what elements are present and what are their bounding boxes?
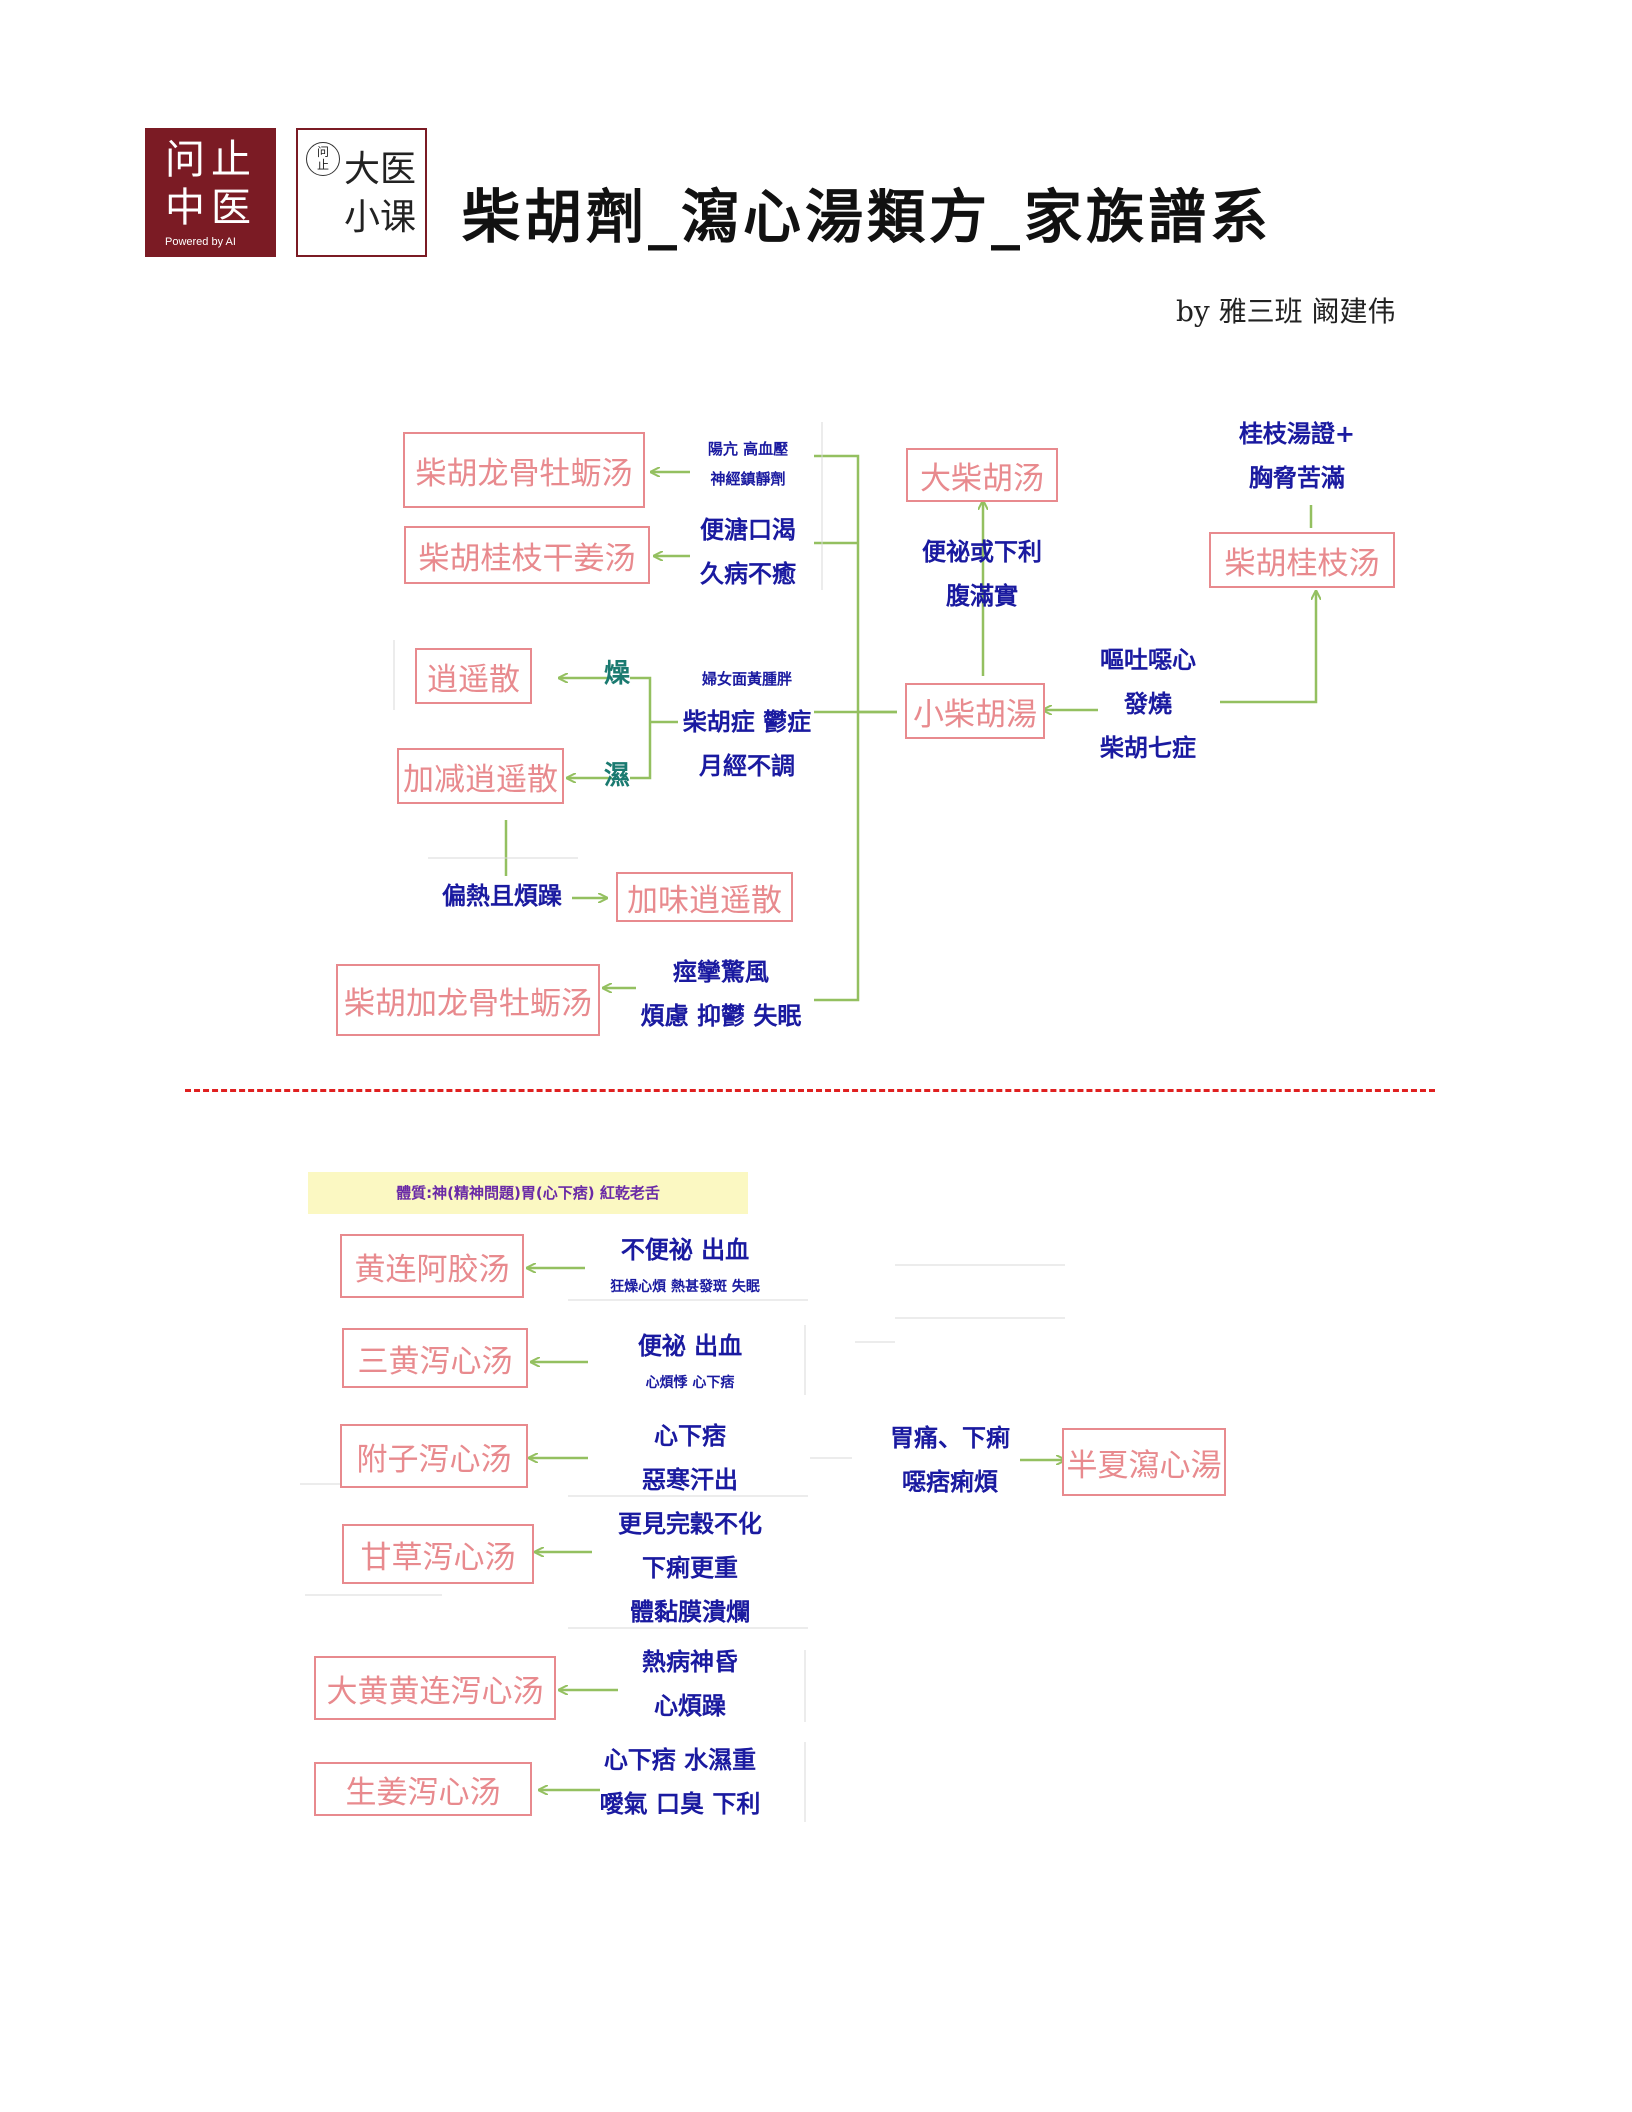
label-zao: 燥 bbox=[603, 659, 630, 689]
section-separator bbox=[185, 1089, 1435, 1092]
constitution-note: 體質:神(精神問題)胃(心下痞) 紅乾老舌 bbox=[308, 1172, 748, 1214]
label-yangkang: 陽亢 高血壓神經鎮靜劑 bbox=[707, 440, 789, 488]
logo2-line-2: 小课 bbox=[344, 197, 417, 238]
seal-icon: 问 止 bbox=[306, 142, 340, 176]
label-jingluan: 痙攣驚風煩慮 抑鬱 失眠 bbox=[640, 958, 802, 1030]
box-dahuang-huanglian-xiexin-tang: 大黄黄连泻心汤 bbox=[314, 1656, 556, 1720]
box-jiajian-xiaoyao-san: 加减逍遥散 bbox=[397, 748, 564, 804]
box-fuzi-xiexin-tang: 附子泻心汤 bbox=[340, 1424, 528, 1488]
logo-line-1: 问止 bbox=[165, 137, 257, 183]
box-xiao-chaihu-tang: 小柴胡湯 bbox=[905, 683, 1045, 739]
box-da-chaihu-tang: 大柴胡汤 bbox=[906, 448, 1058, 502]
box-chaihu-guizhi-ganjiang: 柴胡桂枝干姜汤 bbox=[404, 526, 650, 584]
box-xiaoyao-san: 逍遥散 bbox=[415, 648, 532, 704]
page-title: 柴胡劑_瀉心湯類方_家族譜系 bbox=[462, 183, 1273, 251]
label-guizhi-zheng: 桂枝湯證+胸脅苦滿 bbox=[1238, 420, 1356, 492]
label-bianmi: 便祕或下利腹滿實 bbox=[922, 538, 1042, 610]
label-outu: 嘔吐噁心發燒柴胡七症 bbox=[1100, 646, 1196, 762]
box-chaihu-jia-longgu-muli: 柴胡加龙骨牡蛎汤 bbox=[336, 964, 600, 1036]
box-chaihu-guizhi-tang: 柴胡桂枝汤 bbox=[1209, 532, 1395, 588]
label-wangu-buhua: 更見完穀不化下痢更重體黏膜潰爛 bbox=[618, 1510, 762, 1626]
logo-line-2: 中医 bbox=[165, 185, 257, 231]
label-shuishi: 心下痞 水濕重噯氣 口臭 下利 bbox=[599, 1746, 761, 1818]
label-shi: 濕 bbox=[603, 761, 630, 791]
box-shengjiang-xiexin-tang: 生姜泻心汤 bbox=[314, 1762, 532, 1816]
box-huanglian-ejiao-tang: 黄连阿胶汤 bbox=[340, 1234, 524, 1298]
label-chaihu-zheng: 婦女面黃腫胖 柴胡症 鬱症 月經不調 bbox=[682, 670, 812, 780]
label-bubianmi: 不便祕 出血 狂燥心煩 熱甚發斑 失眠 bbox=[610, 1236, 760, 1295]
label-biantang: 便溏口渴久病不癒 bbox=[700, 516, 796, 588]
label-xinxiapi: 心下痞惡寒汗出 bbox=[642, 1422, 738, 1494]
box-gancao-xiexin-tang: 甘草泻心汤 bbox=[342, 1524, 534, 1584]
dayi-xiaoke-logo: 问 止 大医 小课 bbox=[296, 128, 427, 257]
label-rebing-shenhun: 熱病神昏心煩躁 bbox=[642, 1648, 738, 1720]
logo2-line-1: 大医 bbox=[344, 149, 417, 190]
author-line: by 雅三班 阚建伟 bbox=[1176, 295, 1396, 328]
label-pianre: 偏熱且煩躁 bbox=[442, 882, 562, 910]
box-chaihu-longgu-muli: 柴胡龙骨牡蛎汤 bbox=[403, 432, 645, 508]
wenzhi-logo: 问止 中医 Powered by AI bbox=[145, 128, 276, 257]
box-banxia-xiexin-tang: 半夏瀉心湯 bbox=[1062, 1428, 1226, 1496]
box-sanhuang-xiexin-tang: 三黄泻心汤 bbox=[342, 1328, 528, 1388]
label-bianmi-chuxue: 便祕 出血 心煩悸 心下痞 bbox=[637, 1332, 743, 1391]
box-jiawei-xiaoyao-san: 加味逍遥散 bbox=[616, 872, 793, 922]
label-weitong: 胃痛、下痢噁痞痢煩 bbox=[890, 1424, 1010, 1496]
logo-powered: Powered by AI bbox=[165, 236, 236, 248]
